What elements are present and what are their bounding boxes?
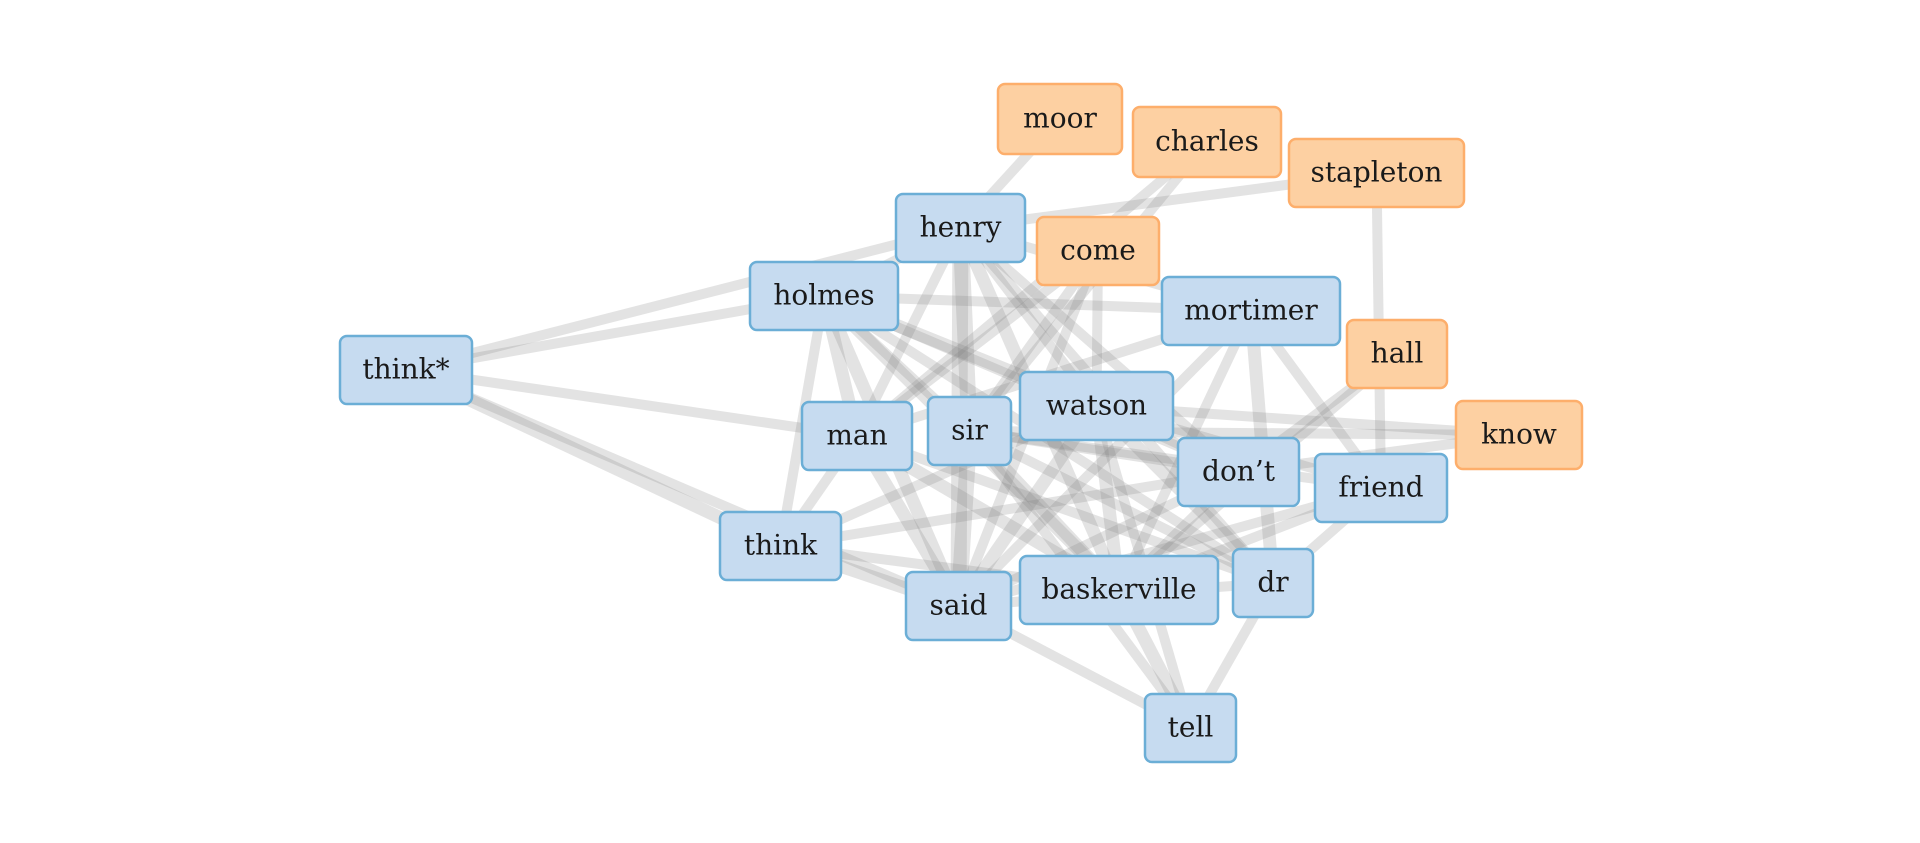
- node-label: don’t: [1202, 455, 1276, 488]
- edge-mortimer-said: [954, 307, 1255, 610]
- node-label: know: [1481, 418, 1557, 451]
- node-box: [904, 570, 1013, 642]
- node-box: [1018, 370, 1175, 442]
- node-label: holmes: [773, 279, 874, 312]
- node-label: moor: [1023, 102, 1097, 135]
- node-moor: moor: [996, 82, 1124, 156]
- node-mortimer: mortimer: [1160, 275, 1342, 347]
- node-box: [338, 334, 474, 406]
- node-box: [1035, 215, 1161, 287]
- node-holmes: holmes: [748, 260, 900, 332]
- node-friend: friend: [1313, 452, 1449, 524]
- node-label: think: [744, 529, 818, 562]
- edge-think_star-said: [404, 365, 961, 611]
- node-box: [1313, 452, 1449, 524]
- node-dr: dr: [1231, 547, 1315, 619]
- node-watson: watson: [1018, 370, 1175, 442]
- node-stapleton: stapleton: [1287, 137, 1466, 209]
- node-label: henry: [920, 211, 1002, 244]
- node-box: [926, 395, 1013, 467]
- node-layer: moor charles stapleton henry come holmes morti…: [338, 82, 1584, 764]
- node-come: come: [1035, 215, 1161, 287]
- node-hall: hall: [1345, 318, 1449, 390]
- node-box: [718, 510, 843, 582]
- edge-henry-dont: [957, 224, 1242, 476]
- node-know: know: [1454, 399, 1584, 471]
- node-box: [1287, 137, 1466, 209]
- node-label: think*: [362, 353, 449, 386]
- node-box: [996, 82, 1124, 156]
- edge-think_star-man: [405, 365, 858, 441]
- node-label: tell: [1168, 711, 1214, 744]
- node-label: man: [826, 419, 887, 452]
- edge-charles-man: [853, 138, 1211, 440]
- node-charles: charles: [1131, 105, 1283, 179]
- node-box: [1018, 554, 1220, 626]
- node-henry: henry: [894, 192, 1027, 264]
- node-baskerville: baskerville: [1018, 554, 1220, 626]
- node-label: said: [930, 589, 988, 622]
- node-box: [1345, 318, 1449, 390]
- edge-charles-sir: [965, 138, 1211, 435]
- node-box: [1231, 547, 1315, 619]
- node-label: sir: [951, 414, 988, 447]
- node-label: watson: [1046, 389, 1147, 422]
- node-box: [1131, 105, 1283, 179]
- node-label: charles: [1155, 125, 1259, 158]
- node-think_star: think*: [338, 334, 474, 406]
- edge-think_star-henry: [404, 223, 962, 375]
- node-box: [1143, 692, 1238, 764]
- node-box: [1176, 436, 1301, 508]
- node-label: hall: [1371, 337, 1424, 370]
- node-think: think: [718, 510, 843, 582]
- node-dont: don’t: [1176, 436, 1301, 508]
- node-box: [1454, 399, 1584, 471]
- node-box: [894, 192, 1027, 264]
- node-man: man: [800, 400, 914, 472]
- node-box: [800, 400, 914, 472]
- node-label: dr: [1257, 566, 1289, 599]
- node-label: come: [1060, 234, 1136, 267]
- edge-dont-think: [779, 467, 1240, 551]
- node-box: [748, 260, 900, 332]
- edge-sir-dr: [967, 426, 1276, 588]
- node-label: mortimer: [1184, 294, 1318, 327]
- node-label: stapleton: [1311, 156, 1443, 189]
- node-tell: tell: [1143, 692, 1238, 764]
- node-box: [1160, 275, 1342, 347]
- node-said: said: [904, 570, 1013, 642]
- node-sir: sir: [926, 395, 1013, 467]
- node-label: baskerville: [1041, 573, 1196, 606]
- node-label: friend: [1338, 471, 1423, 504]
